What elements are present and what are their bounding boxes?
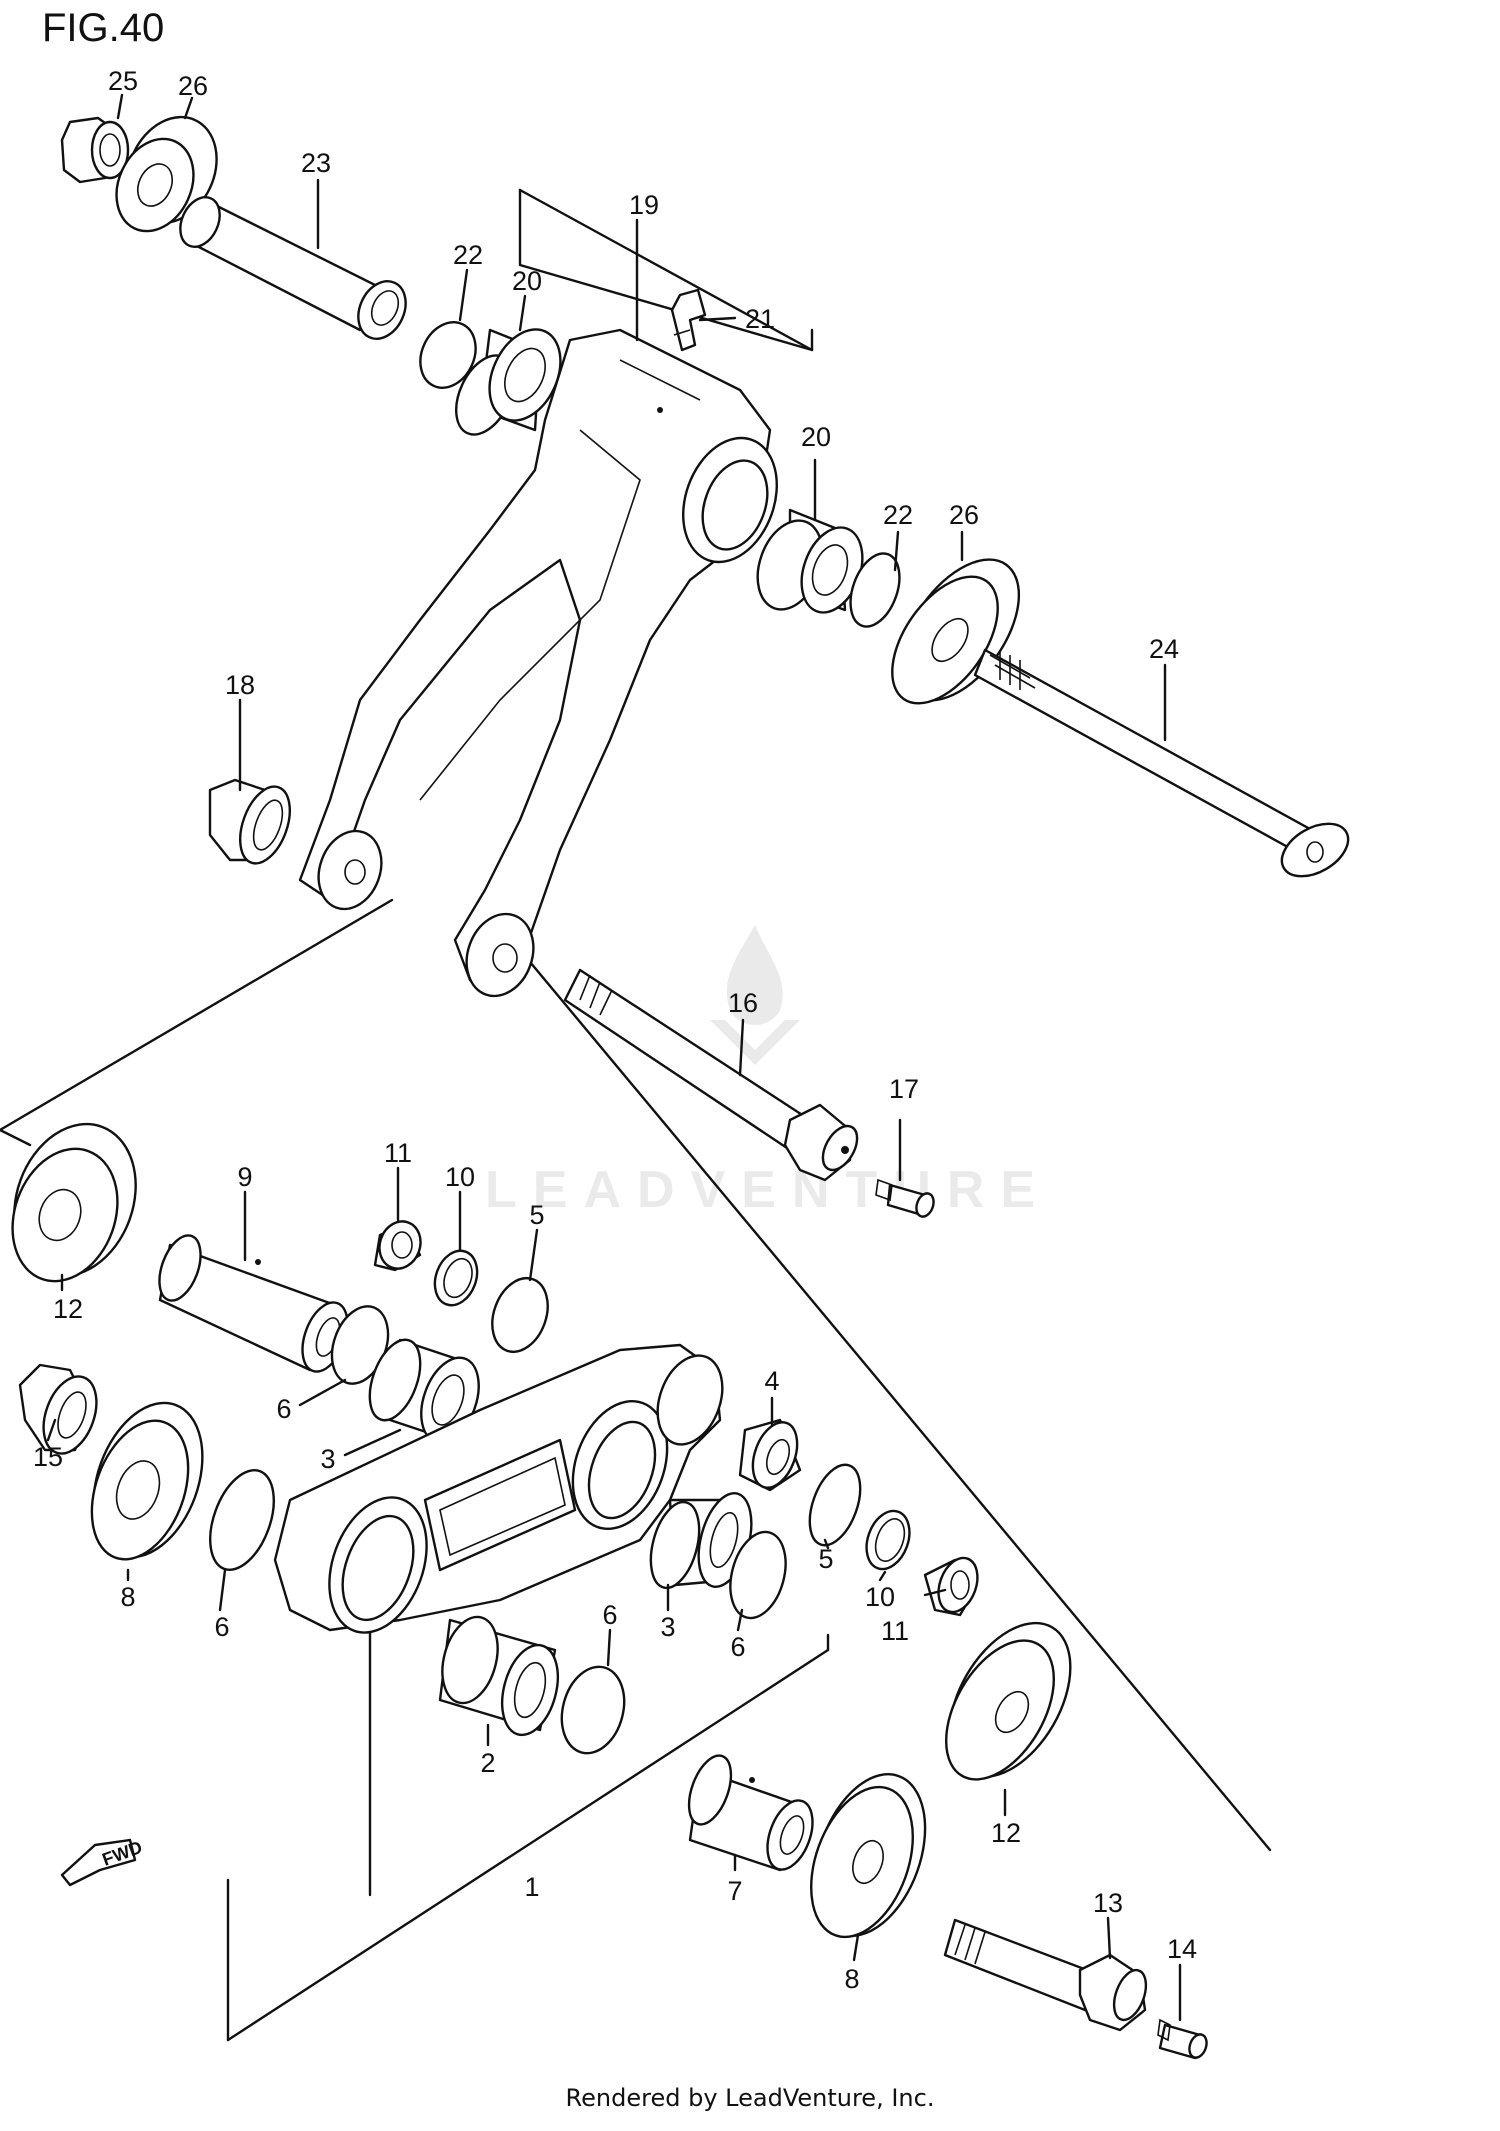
part-20-bearing-right[interactable] bbox=[746, 508, 873, 621]
label-8: 8 bbox=[844, 1964, 859, 1994]
label-26: 26 bbox=[178, 71, 208, 101]
label-22: 22 bbox=[883, 500, 913, 530]
label-6: 6 bbox=[276, 1394, 291, 1424]
label-10: 10 bbox=[445, 1162, 475, 1192]
part-17-grease-nipple[interactable] bbox=[875, 1118, 937, 1219]
part-18-collar[interactable] bbox=[208, 778, 299, 870]
part-6-oring-bottom[interactable] bbox=[553, 1660, 634, 1761]
part-25-nut[interactable] bbox=[60, 116, 130, 184]
label-26: 26 bbox=[949, 500, 979, 530]
reference-labels: 25 26 23 22 20 19 21 20 22 26 24 18 16 1… bbox=[33, 66, 1197, 1994]
label-16: 16 bbox=[728, 988, 758, 1018]
part-12-washer-right[interactable] bbox=[924, 1602, 1095, 1798]
label-3: 3 bbox=[660, 1612, 675, 1642]
label-9: 9 bbox=[237, 1162, 252, 1192]
part-19-cushion-lever[interactable] bbox=[298, 328, 793, 1005]
label-13: 13 bbox=[1093, 1888, 1123, 1918]
label-6: 6 bbox=[602, 1600, 617, 1630]
part-1-cushion-rod[interactable] bbox=[273, 1343, 734, 1646]
label-18: 18 bbox=[225, 670, 255, 700]
part-13-bolt[interactable] bbox=[943, 1918, 1152, 2032]
label-20: 20 bbox=[801, 422, 831, 452]
part-6-oring-lower[interactable] bbox=[198, 1462, 286, 1579]
label-17: 17 bbox=[889, 1074, 919, 1104]
watermark-text: LEADVENTURE bbox=[485, 1161, 1052, 1219]
group-bracket-lines bbox=[0, 188, 1272, 2042]
part-6-oring-right[interactable] bbox=[721, 1526, 794, 1624]
part-4-spacer[interactable] bbox=[738, 1416, 805, 1494]
part-15-collar[interactable] bbox=[18, 1363, 106, 1461]
part-5-oring-right[interactable] bbox=[800, 1458, 870, 1552]
label-24: 24 bbox=[1149, 634, 1179, 664]
figure-title: FIG.40 bbox=[42, 6, 165, 50]
part-7-collar[interactable] bbox=[681, 1750, 821, 1876]
label-20: 20 bbox=[512, 266, 542, 296]
label-10: 10 bbox=[865, 1582, 895, 1612]
label-3: 3 bbox=[320, 1444, 335, 1474]
label-11: 11 bbox=[881, 1616, 909, 1646]
part-5-oring-left[interactable] bbox=[483, 1270, 558, 1359]
part-10-oring-left[interactable] bbox=[428, 1245, 485, 1311]
label-19: 19 bbox=[629, 190, 659, 220]
label-11: 11 bbox=[384, 1138, 412, 1168]
label-12: 12 bbox=[991, 1818, 1021, 1848]
part-10-oring-right[interactable] bbox=[859, 1505, 917, 1575]
label-6: 6 bbox=[214, 1612, 229, 1642]
label-5: 5 bbox=[529, 1200, 544, 1230]
label-2: 2 bbox=[480, 1748, 495, 1778]
part-26-washer-top[interactable] bbox=[102, 102, 233, 243]
label-7: 7 bbox=[727, 1876, 742, 1906]
part-22-oring-right[interactable] bbox=[841, 547, 908, 633]
footer-credit: Rendered by LeadVenture, Inc. bbox=[565, 2084, 935, 2112]
leader-lines bbox=[46, 93, 1182, 2022]
label-22: 22 bbox=[453, 240, 483, 270]
label-4: 4 bbox=[764, 1366, 779, 1396]
label-1: 1 bbox=[524, 1872, 539, 1902]
label-6: 6 bbox=[730, 1632, 745, 1662]
part-21-grease-nipple[interactable] bbox=[670, 288, 737, 352]
part-22-oring-left[interactable] bbox=[410, 313, 486, 397]
label-12: 12 bbox=[53, 1294, 83, 1324]
part-12-washer-left[interactable] bbox=[0, 1107, 156, 1296]
fwd-arrow-icon: FWD bbox=[60, 1837, 145, 1887]
watermark-logo-icon bbox=[710, 925, 800, 1065]
label-25: 25 bbox=[108, 66, 138, 96]
part-16-bolt[interactable] bbox=[563, 968, 864, 1182]
part-14-grease-nipple[interactable] bbox=[1157, 2018, 1210, 2060]
label-8: 8 bbox=[120, 1582, 135, 1612]
part-8-washer-left[interactable] bbox=[74, 1388, 223, 1573]
label-15: 15 bbox=[33, 1442, 63, 1472]
part-9-pin[interactable] bbox=[151, 1230, 356, 1378]
part-23-collar[interactable] bbox=[173, 191, 415, 347]
label-14: 14 bbox=[1167, 1934, 1197, 1964]
part-24-bolt[interactable] bbox=[973, 648, 1357, 887]
label-21: 21 bbox=[745, 304, 775, 334]
part-11-spacer-right[interactable] bbox=[923, 1553, 984, 1618]
label-23: 23 bbox=[301, 148, 331, 178]
part-11-spacer-left[interactable] bbox=[373, 1216, 427, 1275]
part-2-bearing[interactable] bbox=[433, 1611, 567, 1741]
label-5: 5 bbox=[818, 1544, 833, 1574]
part-8-washer-bottom[interactable] bbox=[792, 1759, 946, 1951]
